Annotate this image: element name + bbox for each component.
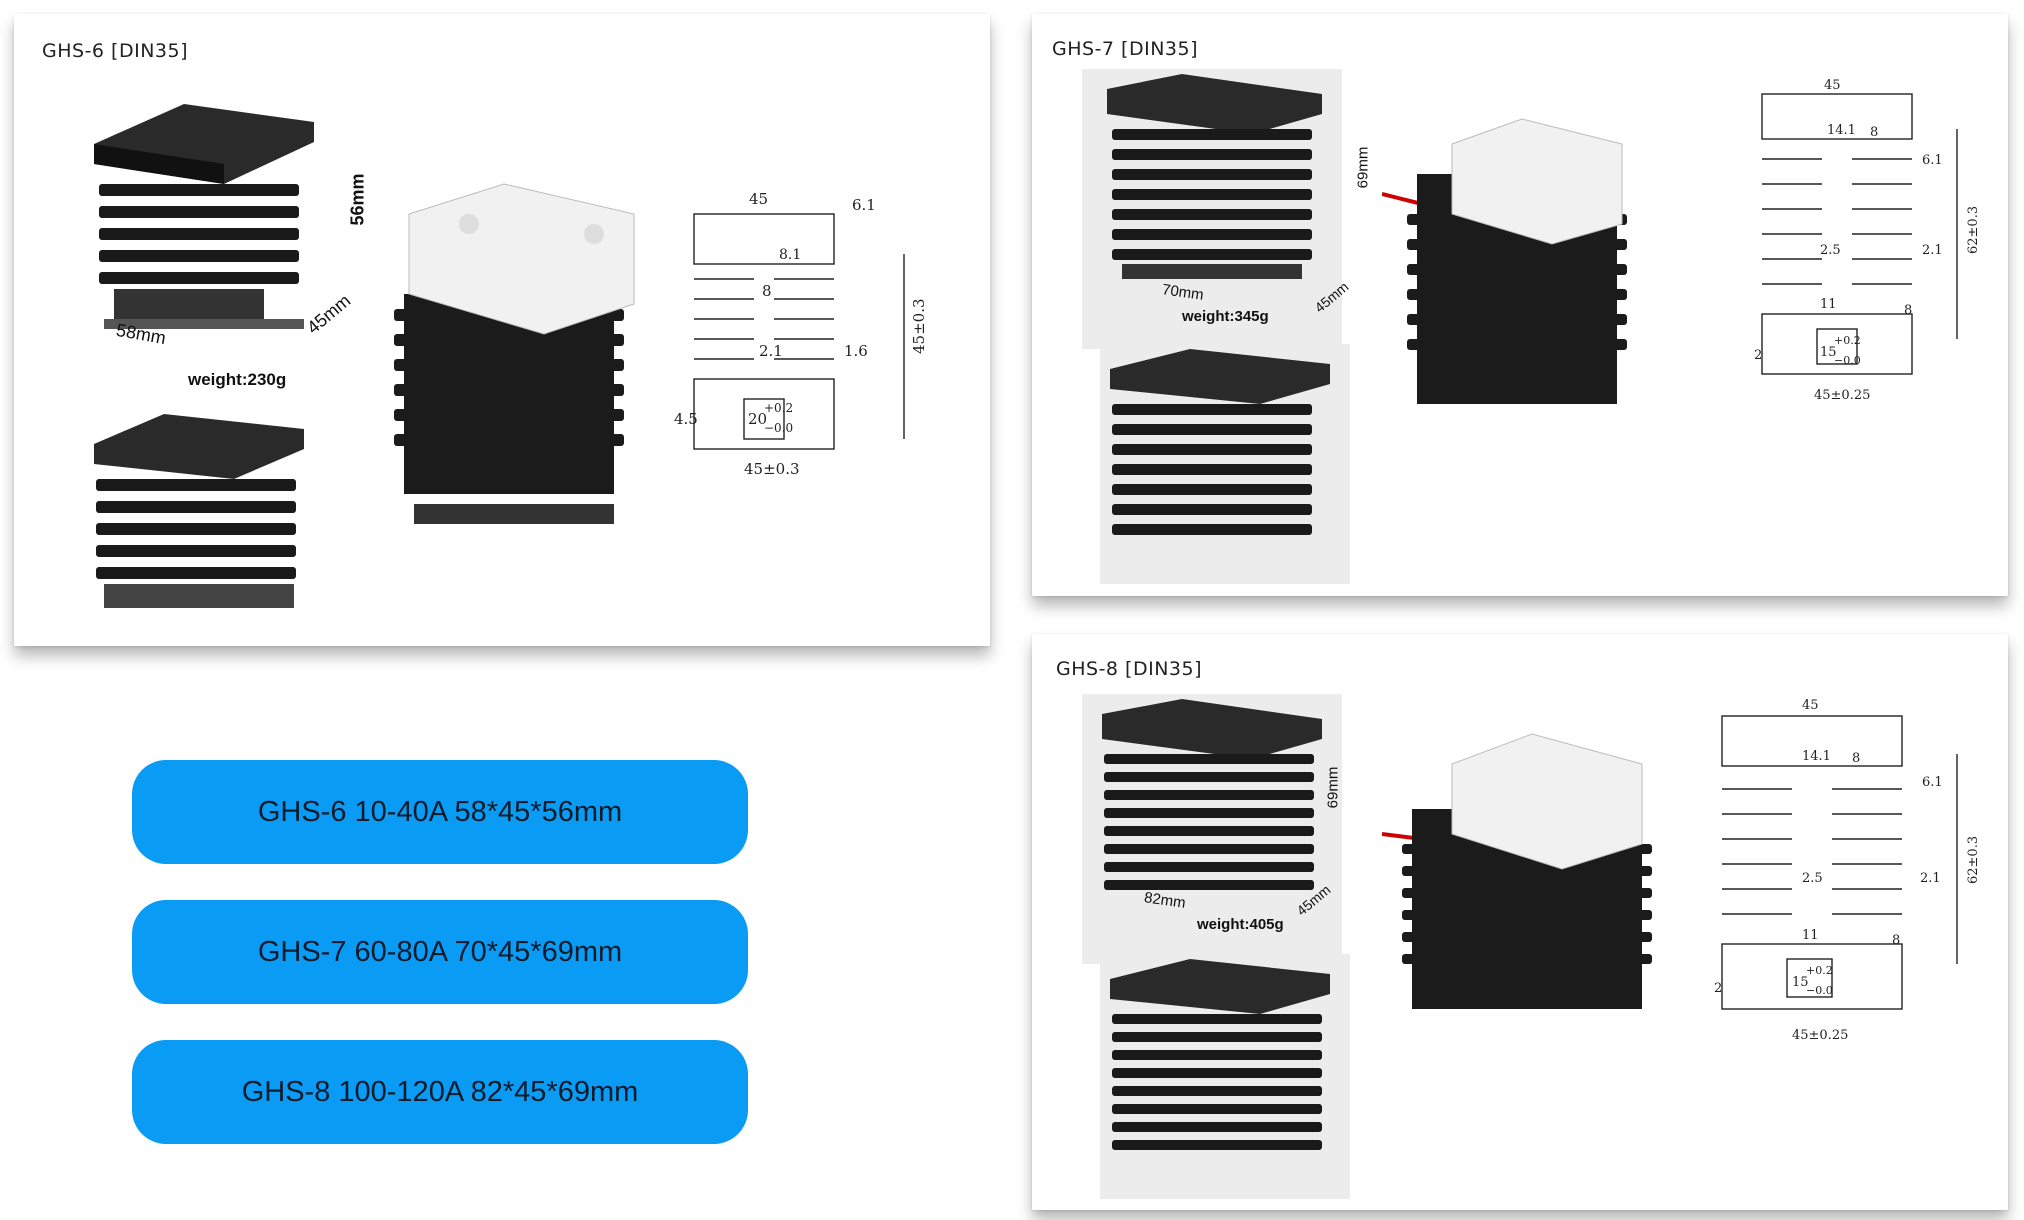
spec-label: GHS-6 10-40A 58*45*56mm [257,795,623,828]
dim-gap: 11 [1802,928,1819,943]
dim-eight: 8 [1870,125,1878,140]
heatsink-image [1082,694,1342,964]
dim-slot-plus: +0.2 [1834,334,1861,347]
dim-slot-plus: +0.2 [1806,964,1833,977]
dim-eight: 8 [1852,751,1860,766]
dim-fin: 2.5 [1802,871,1823,886]
dimension-drawing: 45 14.1 8 6.1 2.5 2.1 62±0.3 11 8 2 15 +… [1754,78,1981,403]
dim-base: 45±0.3 [744,460,800,478]
relay-assembly-image [1382,118,1627,404]
dim-fin-right: 2.1 [1920,871,1941,886]
dim-gap: 8 [762,282,772,300]
dim-slot-minus: −0.0 [764,421,793,435]
dim-inner: 14.1 [1802,749,1831,764]
dim-right: 6.1 [1922,153,1943,168]
dimension-drawing: 45 6.1 8.1 8 2.1 1.6 45±0.3 4.5 20 +0.2 … [674,190,928,478]
dim-slot-minus: −0.0 [1806,984,1833,997]
dim-height: 62±0.3 [1966,836,1981,884]
weight-label: weight:405g [1197,916,1284,933]
panel-title: GHS-6 [DIN35] [42,40,189,62]
spec-label: GHS-7 60-80A 70*45*69mm [257,935,623,968]
dim-top: 45 [1824,78,1841,93]
dimension-drawing: 45 14.1 8 6.1 2.5 2.1 62±0.3 11 8 2 15 +… [1714,698,1981,1043]
dim-base: 45±0.25 [1814,388,1870,403]
dim-fin-gap: 8.1 [779,247,801,263]
panel-ghs8: GHS-8 [DIN35] 69mm 82mm 45mm weight:405g [1032,634,2008,1210]
dim-fin-right: 2.1 [1922,243,1943,258]
dim-top: 45 [749,190,768,208]
panel-ghs6: GHS-6 [DIN35] 56mm 58mm 45mm weight:230g [14,14,990,646]
panel-title: GHS-8 [DIN35] [1056,658,1203,680]
dim-height: 62±0.3 [1966,206,1981,254]
dim-fin-right: 1.6 [844,342,868,360]
dim-slot-minus: −0.0 [1834,354,1861,367]
dim-inner: 14.1 [1827,123,1856,138]
spec-pill-ghs8: GHS-8 100-120A 82*45*69mm [132,1040,748,1144]
dim-slot: 20 [748,410,767,428]
weight-label: weight:230g [188,370,287,389]
heatsink-image [1082,69,1342,349]
panel-title: GHS-7 [DIN35] [1052,38,1199,60]
dim-slot-plus: +0.2 [764,401,793,415]
heatsink-image [94,104,314,329]
dim-eight2: 8 [1904,303,1912,318]
dim-base: 45±0.25 [1792,1028,1848,1043]
relay-assembly-image [1382,733,1652,1009]
dim-top-right: 6.1 [852,196,876,214]
heatsink-image-2 [94,414,304,608]
relay-assembly-image [394,183,635,524]
height-label: 69mm [1324,766,1342,809]
dim-foot: 2 [1754,348,1762,363]
heatsink-image-2 [1100,954,1350,1199]
height-label: 69mm [1354,146,1372,189]
dim-foot: 2 [1714,981,1722,996]
dim-fin: 2.5 [1820,243,1841,258]
heatsink-image-2 [1100,344,1350,584]
dim-fin: 2.1 [759,342,783,360]
dim-right: 6.1 [1922,775,1943,790]
dim-slot: 15 [1820,345,1837,360]
spec-pill-ghs6: GHS-6 10-40A 58*45*56mm [132,760,748,864]
dim-top: 45 [1802,698,1819,713]
dim-foot: 4.5 [674,410,698,428]
height-label: 56mm [347,173,368,226]
dim-eight2: 8 [1892,933,1900,948]
spec-pill-ghs7: GHS-7 60-80A 70*45*69mm [132,900,748,1004]
dim-gap: 11 [1820,297,1837,312]
dim-height: 45±0.3 [910,298,928,354]
weight-label: weight:345g [1182,308,1269,325]
spec-label: GHS-8 100-120A 82*45*69mm [241,1075,639,1108]
dim-slot: 15 [1792,975,1809,990]
panel-ghs7: GHS-7 [DIN35] 69mm 70mm 45mm weight:345g [1032,14,2008,596]
